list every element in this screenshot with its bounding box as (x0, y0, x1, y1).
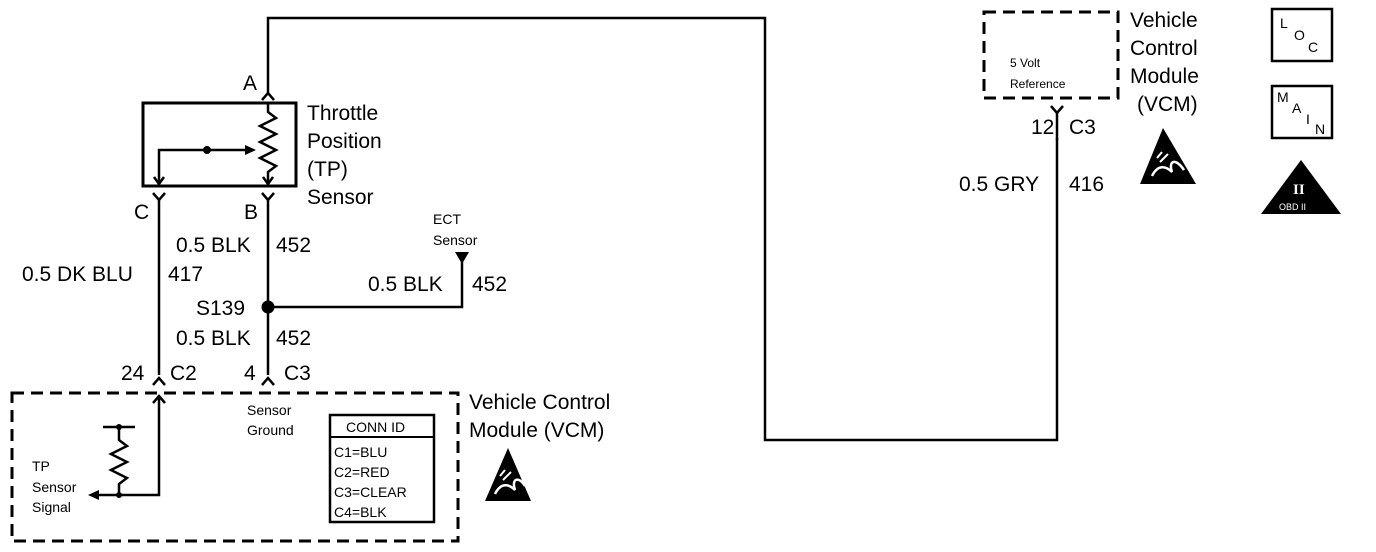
wire-circuit-blk-upper: 452 (276, 234, 311, 257)
vcm-top-label-line4: (VCM) (1137, 93, 1198, 116)
wire-circuit-blk-ect: 452 (472, 273, 507, 296)
wire-labels: 0.5 BLK 452 0.5 DK BLU 417 0.5 BLK 452 0… (22, 173, 1104, 350)
vcm-bottom: 24 C2 4 C3 TP Sensor Signal Sensor Groun… (10, 362, 610, 543)
c2-24-chevron-top-icon (152, 376, 166, 386)
vcm-top-box (982, 10, 1120, 100)
pin-b-label: B (244, 201, 258, 224)
tp-c-arrow-icon (152, 176, 166, 187)
pin-4-label: 4 (244, 362, 256, 385)
main-letter: A (1292, 100, 1302, 116)
vcm-top-label-line2: Control (1130, 37, 1198, 60)
main-letter: I (1306, 111, 1310, 127)
wire-circuit-dkblu: 417 (168, 263, 203, 286)
tp-resistor-icon (257, 103, 279, 186)
ect-label-line2: Sensor (433, 232, 478, 248)
wire-circuit-gry: 416 (1069, 173, 1104, 196)
ect-arrow-icon (455, 252, 469, 264)
tp-signal-line2: Sensor (32, 479, 77, 495)
main-icon: M A I N (1270, 84, 1334, 140)
pin-a-chevron-icon (261, 91, 275, 101)
wire-label-blk-lower: 0.5 BLK (176, 327, 251, 350)
conn-id-title: CONN ID (346, 419, 405, 435)
tp-label-line1: Throttle (307, 102, 378, 125)
pin-c-label: C (134, 201, 149, 224)
splice-label: S139 (196, 297, 245, 320)
obd-ii-roman: II (1293, 182, 1305, 198)
conn-id-table: CONN ID C1=BLU C2=RED C3=CLEAR C4=BLK (328, 413, 436, 524)
tp-wiper-arrow-icon (245, 145, 256, 155)
conn-c2-label: C2 (170, 362, 197, 385)
esd-warning-icon (1140, 128, 1196, 184)
conn-id-box (328, 413, 436, 524)
wire-label-blk-ect: 0.5 BLK (368, 273, 443, 296)
ect-sensor: ECT Sensor (433, 211, 478, 264)
ref-label-line2: Reference (1010, 77, 1066, 91)
esd-warning-icon (485, 448, 531, 501)
c3-12-chevron-icon (1050, 105, 1064, 115)
tp-wiper-node (203, 146, 211, 154)
vcm-top-label-line1: Vehicle (1130, 9, 1198, 32)
wire-416-gry (266, 16, 1059, 442)
wire-circuit-blk-lower: 452 (276, 327, 311, 350)
pin-a-label: A (243, 72, 257, 95)
vcm-top: 5 Volt Reference 12 C3 Vehicle Control M… (982, 9, 1199, 184)
tp-signal-arrow-icon (88, 490, 99, 500)
tp-label-line3: (TP) (307, 158, 348, 181)
wires (157, 16, 1059, 442)
splice-dot (261, 300, 275, 314)
vcm-bottom-box (10, 391, 460, 543)
obd-ii-label: OBD II (1279, 202, 1306, 212)
vcm-bottom-label-line1: Vehicle Control (469, 391, 610, 414)
sensor-ground-line1: Sensor (247, 402, 292, 418)
loc-letter: C (1308, 39, 1318, 55)
tp-sensor-box (141, 101, 298, 188)
vcm-top-label-line3: Module (1130, 65, 1199, 88)
loc-letter: L (1280, 15, 1288, 31)
main-letter: N (1315, 121, 1325, 137)
tp-wiper (157, 148, 252, 182)
conn-id-row: C1=BLU (334, 444, 387, 460)
tp-label-line2: Position (307, 130, 382, 153)
splice-s139: S139 (196, 297, 275, 320)
c2-24-chevron-bottom-icon (152, 394, 166, 404)
tp-sensor: A C B Throttle Position (TP) Sensor (134, 72, 382, 224)
tp-signal-line1: TP (32, 458, 50, 474)
tp-label-line4: Sensor (307, 186, 374, 209)
loc-icon: L O C (1270, 7, 1334, 63)
pin-c-chevron-icon (152, 192, 166, 202)
main-letter: M (1277, 89, 1289, 105)
conn-c3-top-label: C3 (1069, 116, 1096, 139)
conn-id-row: C4=BLK (334, 504, 387, 520)
pin-b-chevron-icon (261, 192, 275, 202)
pin-12-label: 12 (1031, 116, 1054, 139)
wire-label-dkblu: 0.5 DK BLU (22, 263, 133, 286)
ect-label-line1: ECT (433, 211, 461, 227)
sensor-ground-line2: Ground (247, 422, 294, 438)
internal-resistor-icon (108, 427, 130, 495)
c3-4-chevron-icon (261, 376, 275, 386)
ref-label-line1: 5 Volt (1010, 56, 1041, 70)
pin-24-label: 24 (121, 362, 145, 385)
tp-b-arrow-icon (261, 176, 275, 187)
wire-label-gry: 0.5 GRY (959, 173, 1039, 196)
wire-label-blk-upper: 0.5 BLK (176, 234, 251, 257)
conn-c3-label: C3 (284, 362, 311, 385)
tp-signal-line3: Signal (32, 499, 71, 515)
tp-signal-internal-wire (92, 398, 161, 497)
obd-ii-icon: II OBD II (1261, 160, 1341, 214)
vcm-bottom-label-line2: Module (VCM) (469, 419, 604, 442)
conn-id-row: C2=RED (334, 464, 390, 480)
loc-letter: O (1294, 27, 1305, 43)
internal-signal-node (116, 492, 122, 498)
wire-452-ect-branch (268, 262, 464, 309)
conn-id-row: C3=CLEAR (334, 484, 407, 500)
